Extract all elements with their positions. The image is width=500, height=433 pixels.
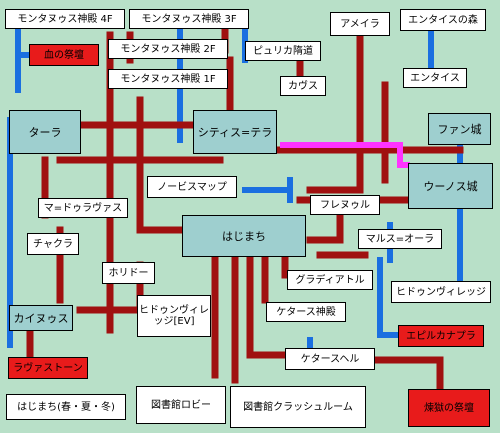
node-ravastone[interactable]: ラヴァストーン [8, 357, 88, 379]
road-route [306, 31, 364, 194]
node-uenos-castle[interactable]: ウーノス城 [408, 163, 493, 209]
node-montanus-1f[interactable]: モンタヌゥス神殿 1F [108, 69, 228, 89]
node-hidun-village[interactable]: ヒドゥンヴィレッジ [391, 281, 491, 303]
special-routes [280, 142, 410, 168]
node-library-lobby[interactable]: 図書館ロビー [136, 386, 226, 424]
node-horidoo[interactable]: ホリドー [102, 262, 155, 284]
node-mars-ora[interactable]: マルス=オーラ [358, 229, 442, 249]
node-hidun-village-ev[interactable]: ヒドゥンヴィレッジ[EV] [137, 295, 211, 337]
special-route [280, 142, 410, 168]
node-piurika-tunnel[interactable]: ピュリカ隋道 [245, 41, 321, 61]
node-gradiatoru[interactable]: グラディアトル [287, 270, 373, 290]
node-montanus-4f[interactable]: モンタヌゥス神殿 4F [5, 9, 125, 29]
water-route [377, 257, 403, 338]
node-blood-altar[interactable]: 血の祭壇 [29, 44, 99, 66]
node-novice-map[interactable]: ノービスマップ [147, 176, 237, 198]
node-library-crash-room[interactable]: 図書館クラッシュルーム [230, 386, 366, 428]
node-ketaas-hell[interactable]: ケタースヘル [285, 348, 375, 370]
road-route [306, 206, 344, 244]
node-hajimachi-seasons[interactable]: はじまち(春・夏・冬) [6, 394, 126, 420]
node-kainus[interactable]: カイヌゥス [9, 305, 73, 331]
node-epilkanapura[interactable]: エピルカナプラ [398, 325, 484, 347]
node-frenuru[interactable]: フレヌゥル [310, 195, 380, 215]
node-entais[interactable]: エンタイス [403, 68, 467, 88]
node-chakra[interactable]: チャクラ [27, 233, 79, 255]
node-entais-forest[interactable]: エンタイスの森 [400, 9, 486, 31]
node-montanus-2f[interactable]: モンタヌゥス神殿 2F [108, 39, 228, 59]
node-montanus-3f[interactable]: モンタヌゥス神殿 3F [129, 9, 249, 29]
node-fan-castle[interactable]: ファン城 [428, 113, 491, 145]
node-hajimachi[interactable]: はじまち [182, 215, 306, 257]
node-ma-durovas[interactable]: マ=ドゥラヴァス [38, 198, 128, 218]
node-cities-tera[interactable]: シティス=テラ [193, 110, 277, 154]
node-tara[interactable]: ターラ [9, 110, 81, 154]
node-ameira[interactable]: アメイラ [330, 12, 390, 36]
node-kavus[interactable]: カヴス [280, 76, 326, 96]
node-ketaas-temple[interactable]: ケタース神殿 [266, 302, 346, 322]
node-purgatory-altar[interactable]: 煉獄の祭壇 [408, 389, 490, 427]
